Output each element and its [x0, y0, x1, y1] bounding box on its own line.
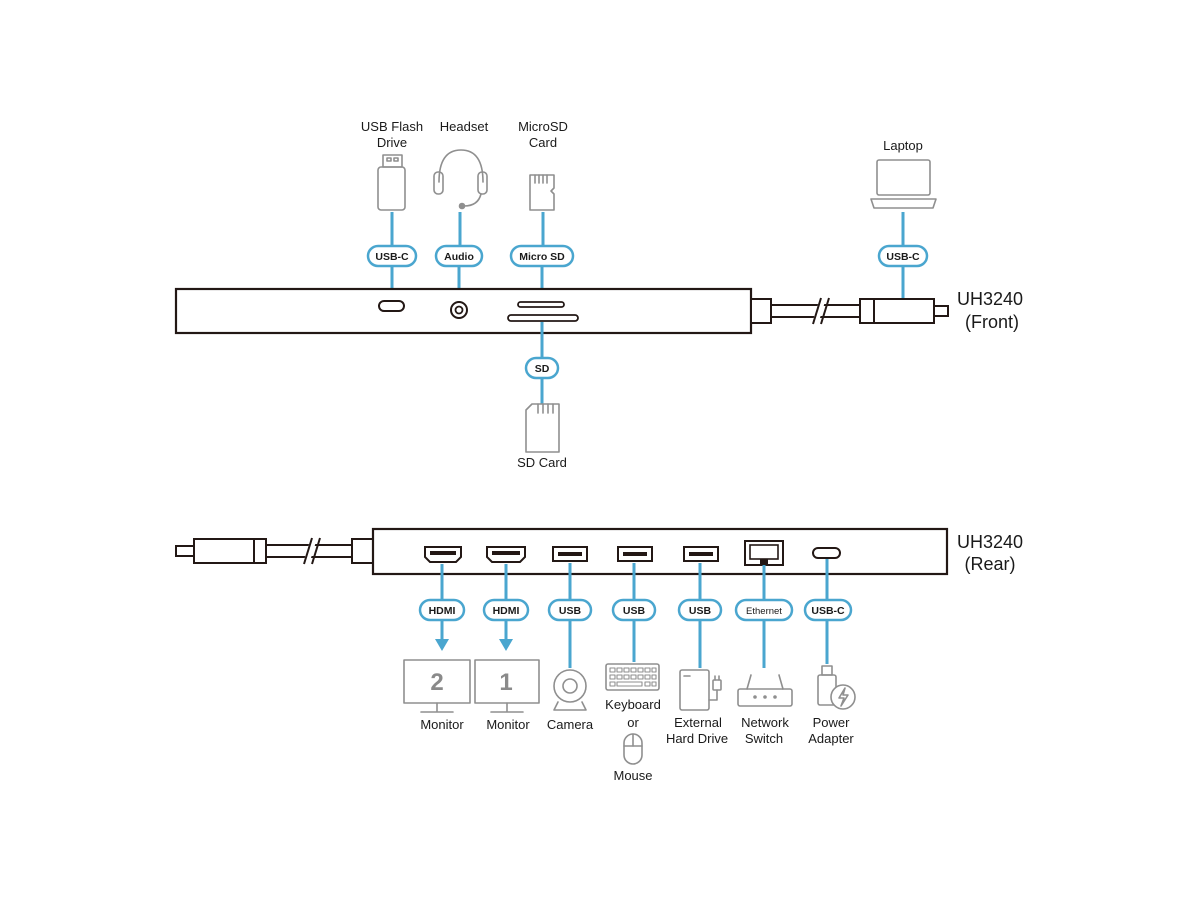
usb-flash-drive-label-1: USB Flash [361, 119, 423, 134]
power-adapter-icon [817, 665, 856, 710]
laptop-label: Laptop [883, 138, 923, 153]
monitor-2-device: HDMI 2 Monitor [403, 564, 471, 732]
laptop-device: Laptop USB-C [870, 138, 937, 298]
port-label-hdmi-1: HDMI [493, 605, 520, 617]
microsd-device: MicroSD Card Micro SD [509, 119, 575, 302]
rear-model-name: UH3240 [957, 532, 1023, 552]
hdmi-port-2 [486, 546, 526, 563]
monitor-1-device: HDMI 1 Monitor [474, 564, 540, 732]
keyboard-label: Keyboard [605, 697, 661, 712]
rear-view: UH3240 (Rear) [175, 527, 1023, 783]
port-label-usb-hdd: USB [689, 605, 712, 617]
hard-drive-label-1: External [674, 715, 722, 730]
power-adapter-label-2: Adapter [808, 731, 854, 746]
headset-icon [433, 149, 488, 210]
keyboard-icon [605, 663, 660, 691]
sd-card-device: SD SD Card [517, 322, 567, 470]
front-view-label: (Front) [965, 312, 1019, 332]
power-adapter-label-1: Power [813, 715, 851, 730]
monitor-2-number: 2 [430, 669, 443, 696]
camera-icon [553, 669, 587, 711]
network-switch-label-1: Network [741, 715, 789, 730]
usb-port-1 [552, 546, 588, 562]
port-label-ethernet: Ethernet [746, 606, 782, 617]
usb-port-2 [617, 546, 653, 562]
sd-slot [507, 314, 579, 322]
network-switch-device: Ethernet Network Switch [734, 565, 794, 746]
usb-port-3 [683, 546, 719, 562]
camera-device: USB Camera [547, 563, 594, 732]
microsd-card-icon [529, 174, 555, 211]
port-label-usbc-laptop: USB-C [886, 251, 920, 263]
sd-card-label: SD Card [517, 455, 567, 470]
or-label: or [627, 715, 639, 730]
keyboard-mouse-device: USB Keyboard or Mouse [605, 563, 661, 783]
laptop-icon [870, 159, 937, 209]
front-cable [750, 297, 949, 325]
microsd-label-1: MicroSD [518, 119, 568, 134]
camera-label: Camera [547, 717, 594, 732]
rear-view-label: (Rear) [964, 554, 1015, 574]
port-label-sd: SD [535, 363, 550, 375]
front-model-name: UH3240 [957, 289, 1023, 309]
usb-flash-drive-icon [377, 154, 406, 211]
mouse-icon [623, 733, 643, 765]
rear-cable [175, 537, 374, 565]
power-adapter-device: USB-C Power Adapter [803, 559, 856, 746]
port-label-usb-camera: USB [559, 605, 582, 617]
port-label-hdmi-2: HDMI [429, 605, 456, 617]
hard-drive-device: USB External Hard Drive [666, 563, 728, 746]
monitor-icon [403, 659, 471, 713]
network-switch-label-2: Switch [745, 731, 783, 746]
port-label-audio: Audio [444, 251, 474, 263]
microsd-slot [517, 301, 565, 308]
hard-drive-icon [679, 669, 722, 711]
headset-device: Headset Audio [433, 119, 489, 300]
monitor-icon [474, 659, 540, 713]
headset-label: Headset [440, 119, 489, 134]
usbc-port-front [378, 300, 405, 312]
usbc-port-rear [812, 547, 841, 559]
port-label-usb-keyboard: USB [623, 605, 646, 617]
monitor-1-number: 1 [499, 669, 512, 696]
usb-flash-drive-label-2: Drive [377, 135, 407, 150]
port-label-usbc-power: USB-C [811, 605, 845, 617]
mouse-label: Mouse [613, 768, 652, 783]
usb-flash-drive-device: USB Flash Drive USB-C [361, 119, 423, 299]
hdmi-port-1 [424, 546, 462, 563]
hard-drive-label-2: Hard Drive [666, 731, 728, 746]
ethernet-port [744, 540, 784, 566]
sd-card-icon [525, 403, 560, 453]
microsd-label-2: Card [529, 135, 557, 150]
network-switch-icon [737, 674, 793, 707]
monitor-2-label: Monitor [420, 717, 464, 732]
port-label-usbc-front: USB-C [375, 251, 409, 263]
port-label-microsd: Micro SD [519, 251, 565, 263]
front-view: USB Flash Drive USB-C Headset [174, 119, 1023, 470]
hub-rear-body [371, 527, 949, 576]
monitor-1-label: Monitor [486, 717, 530, 732]
